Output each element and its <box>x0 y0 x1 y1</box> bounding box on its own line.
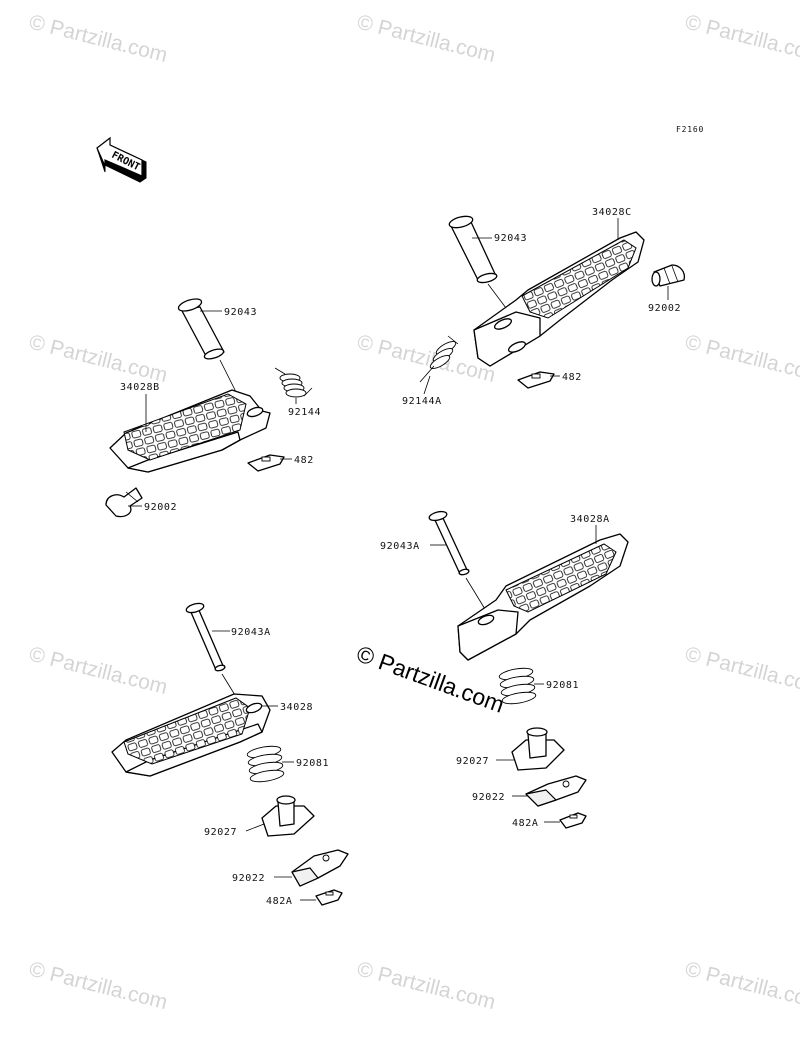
label-34028: 34028 <box>280 702 313 713</box>
watermark: © Partzilla.com <box>683 331 800 388</box>
clip-482A-right <box>559 812 587 829</box>
rear-left-assembly: 92043A 34028 92081 92027 <box>111 602 349 907</box>
label-92081: 92081 <box>546 680 579 691</box>
plate-92022-right <box>525 775 587 807</box>
watermark: © Partzilla.com <box>27 958 170 1015</box>
label-34028C: 34028C <box>592 207 632 218</box>
label-482: 482 <box>562 372 582 383</box>
pin-92043A-right <box>428 510 470 576</box>
front-left-assembly: 92043 34028B 92144 482 <box>105 298 321 518</box>
footpeg-34028C <box>473 231 645 367</box>
label-92081: 92081 <box>296 758 329 769</box>
clip-482A-left <box>315 889 343 906</box>
watermark: © Partzilla.com <box>355 11 498 68</box>
watermark: © Partzilla.com <box>683 958 800 1015</box>
watermark: © Partzilla.com <box>683 643 800 700</box>
footpeg-34028B <box>109 389 271 473</box>
spring-92081-left <box>246 745 285 783</box>
label-92002: 92002 <box>144 502 177 513</box>
front-arrow-icon: FRONT <box>96 136 147 183</box>
figure-ref: F2160 <box>676 125 704 134</box>
plate-92022-left <box>291 849 349 887</box>
label-482A: 482A <box>266 896 292 907</box>
label-92144: 92144 <box>288 407 321 418</box>
label-92043A: 92043A <box>231 627 271 638</box>
watermark: © Partzilla.com <box>27 643 170 700</box>
spring-92144A <box>419 335 459 383</box>
label-92043: 92043 <box>494 233 527 244</box>
label-92027: 92027 <box>456 756 489 767</box>
clip-482-right <box>517 371 555 389</box>
holder-92027-left <box>261 795 315 837</box>
label-92022: 92022 <box>232 873 265 884</box>
footpeg-34028 <box>111 693 271 777</box>
label-92043: 92043 <box>224 307 257 318</box>
holder-92027-right <box>511 727 565 771</box>
watermark: © Partzilla.com <box>27 331 170 388</box>
footpeg-34028A <box>457 533 629 661</box>
label-482: 482 <box>294 455 314 466</box>
stopper-92002-left <box>105 487 143 518</box>
label-92002: 92002 <box>648 303 681 314</box>
watermark: © Partzilla.com <box>27 11 170 68</box>
center-watermark: © Partzilla.com <box>353 640 508 717</box>
pin-92043-left <box>177 298 225 360</box>
label-34028B: 34028B <box>120 382 160 393</box>
label-482A: 482A <box>512 818 538 829</box>
front-right-assembly: 92043 34028C 92002 92144A <box>402 207 686 407</box>
spring-92081-right <box>498 667 537 705</box>
label-34028A: 34028A <box>570 514 610 525</box>
label-92027: 92027 <box>204 827 237 838</box>
pin-92043A-left <box>185 602 226 672</box>
spring-92144 <box>274 367 313 398</box>
label-92022: 92022 <box>472 792 505 803</box>
rear-right-assembly: 92043A 34028A 92081 92027 <box>380 510 629 829</box>
watermark: © Partzilla.com <box>683 11 800 68</box>
clip-482-left <box>247 454 285 472</box>
label-92144A: 92144A <box>402 396 442 407</box>
stopper-92002-right <box>651 264 686 287</box>
label-92043A: 92043A <box>380 541 420 552</box>
pin-92043-right <box>448 215 498 284</box>
watermark: © Partzilla.com <box>355 958 498 1015</box>
